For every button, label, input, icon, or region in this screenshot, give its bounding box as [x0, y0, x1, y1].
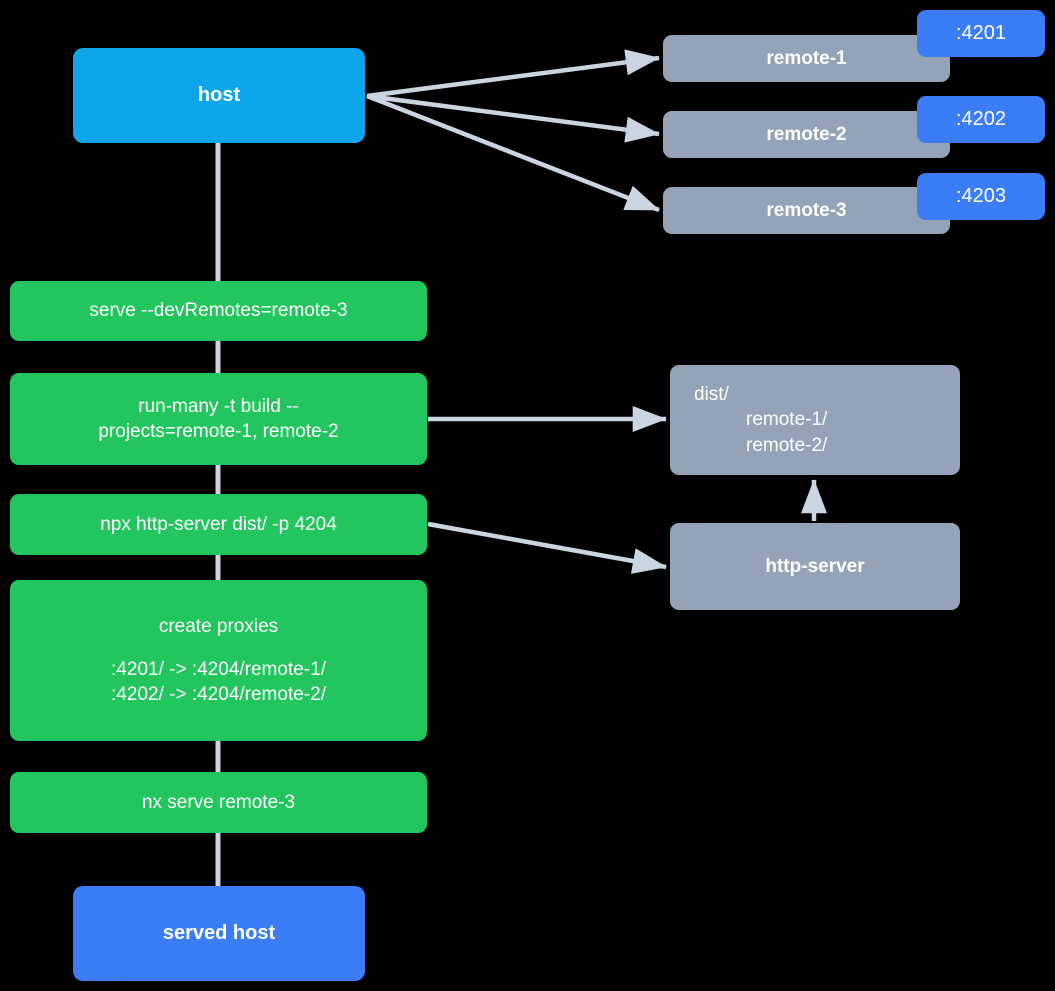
edge-host-to-remote-2	[366, 93, 660, 143]
node-remote-3-label: remote-3	[766, 199, 847, 221]
node-dist-folder-root: dist/	[694, 384, 729, 406]
edge-host-to-remote-3	[366, 93, 660, 213]
command-serve-devremotes-line-1: serve --devRemotes=remote-3	[89, 300, 348, 322]
node-host[interactable]: host	[73, 48, 365, 143]
node-remote-2-label: remote-2	[766, 123, 847, 145]
node-dist-folder-remote-1: remote-1/	[746, 409, 828, 431]
command-nx-serve-remote-3-line-1: nx serve remote-3	[141, 791, 296, 813]
node-host-label: host	[197, 84, 241, 107]
port-badge-4202[interactable]: :4202	[917, 96, 1045, 143]
command-run-many-build-line-1: run-many -t build --	[138, 395, 299, 417]
node-http-server-label: http-server	[765, 555, 865, 577]
node-served-host-label: served host	[162, 922, 276, 945]
command-create-proxies[interactable]: create proxies :4201/ -> :4204/remote-1/…	[10, 580, 427, 741]
node-remote-1[interactable]: remote-1	[663, 35, 950, 82]
node-http-server[interactable]: http-server	[670, 523, 960, 610]
command-nx-serve-remote-3[interactable]: nx serve remote-3	[10, 772, 427, 833]
port-badge-4202-label: :4202	[955, 108, 1007, 130]
command-run-many-build[interactable]: run-many -t build -- projects=remote-1, …	[10, 373, 427, 465]
port-badge-4201-label: :4201	[955, 22, 1007, 44]
port-badge-4203-label: :4203	[955, 185, 1007, 207]
command-npx-http-server[interactable]: npx http-server dist/ -p 4204	[10, 494, 427, 555]
port-badge-4203[interactable]: :4203	[917, 173, 1045, 220]
command-serve-devremotes[interactable]: serve --devRemotes=remote-3	[10, 281, 427, 341]
command-npx-http-server-line-1: npx http-server dist/ -p 4204	[100, 513, 337, 535]
edge-npx-to-httpserver	[427, 521, 667, 574]
command-create-proxies-mapping-2: :4202/ -> :4204/remote-2/	[111, 684, 326, 706]
command-create-proxies-title: create proxies	[158, 615, 279, 637]
edge-host-to-remote-1	[366, 49, 660, 99]
node-dist-folder-remote-2: remote-2/	[746, 434, 828, 456]
command-run-many-build-line-2: projects=remote-1, remote-2	[98, 421, 339, 442]
command-create-proxies-mapping-1: :4201/ -> :4204/remote-1/	[111, 658, 326, 680]
node-remote-1-label: remote-1	[766, 47, 847, 69]
node-served-host[interactable]: served host	[73, 886, 365, 981]
node-remote-3[interactable]: remote-3	[663, 187, 950, 234]
node-remote-2[interactable]: remote-2	[663, 111, 950, 158]
node-dist-folder[interactable]: dist/ remote-1/ remote-2/	[670, 365, 960, 475]
port-badge-4201[interactable]: :4201	[917, 10, 1045, 57]
